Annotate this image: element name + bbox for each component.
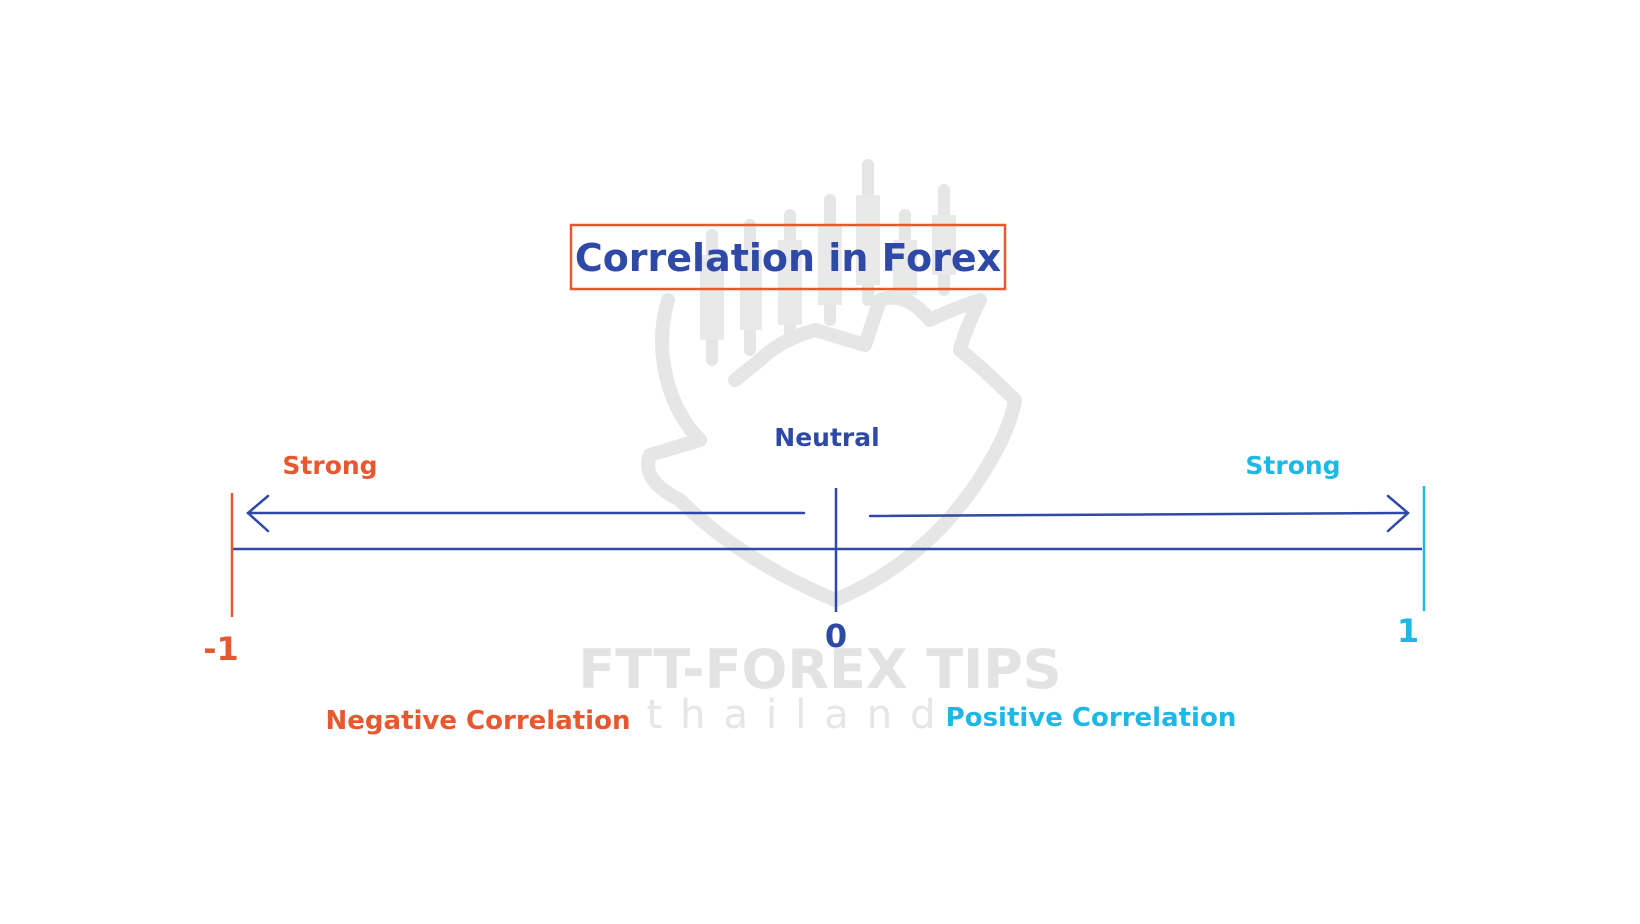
- watermark-brand: FTT-FOREX TIPS: [578, 638, 1061, 701]
- title-box: [569, 223, 1007, 291]
- arrow-left-icon: [246, 494, 806, 533]
- neutral-label: Neutral: [774, 423, 879, 452]
- strong-positive-label: Strong: [1245, 451, 1340, 480]
- strong-negative-label: Strong: [282, 451, 377, 480]
- tick-label-one: 1: [1397, 612, 1419, 650]
- negative-correlation-label: Negative Correlation: [326, 706, 631, 736]
- watermark-logo: [641, 159, 1022, 607]
- positive-correlation-label: Positive Correlation: [946, 703, 1237, 733]
- arrow-right-icon: [868, 494, 1410, 533]
- page-title: Correlation in Forex: [575, 236, 1001, 280]
- tick-label-zero: 0: [825, 617, 847, 655]
- tick-label-minus-one: -1: [203, 630, 239, 668]
- watermark-sub: thailand: [646, 692, 953, 738]
- bull-shield-icon: [641, 290, 1022, 607]
